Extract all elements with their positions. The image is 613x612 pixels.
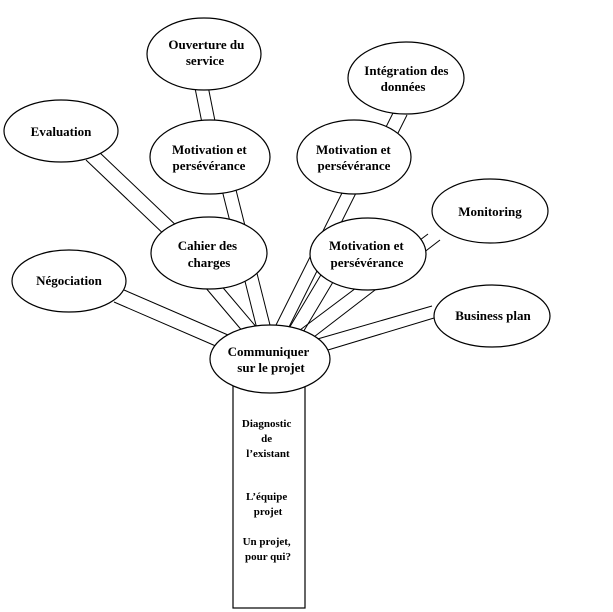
branch-integration [396, 114, 408, 136]
label-evaluation: Evaluation [31, 124, 92, 139]
label-cahier: Cahier des charges [178, 238, 241, 270]
node-motivation-top-left [149, 119, 271, 195]
labels: Ouverture du service Intégration des don… [31, 37, 532, 563]
trunk-line: de [261, 433, 272, 445]
trunk-line: l’existant [246, 448, 290, 460]
branch-evaluation [97, 150, 183, 232]
label-ouverture: Ouverture du service [168, 37, 247, 68]
trunk-equipe: L’équipe projet [246, 491, 290, 518]
label-line: Motivation et [329, 238, 404, 253]
label-line: Motivation et [316, 142, 391, 157]
label-line: Cahier des [178, 238, 237, 253]
trunk-diagnostic: Diagnostic de l’existant [242, 418, 294, 460]
label-line: Monitoring [458, 204, 522, 219]
trunk-pour-qui: Un projet, pour qui? [243, 536, 294, 563]
branch-ouverture [207, 85, 217, 127]
node-cahier [150, 216, 268, 290]
node-negociation [11, 249, 127, 313]
branch-cahier [204, 286, 245, 334]
label-line: persévérance [331, 255, 404, 270]
trunk-line: projet [254, 506, 283, 518]
label-line: Motivation et [172, 142, 247, 157]
branch-motivation-right [271, 192, 343, 334]
label-line: Evaluation [31, 124, 92, 139]
branch-business [313, 305, 433, 341]
label-line: service [186, 53, 224, 68]
trunk [232, 377, 306, 609]
node-business [433, 284, 551, 348]
label-integration: Intégration des données [364, 63, 451, 94]
node-motivation-top-right [296, 119, 412, 195]
node-ouverture [146, 17, 262, 91]
label-line: Communiquer [228, 344, 310, 359]
trunk-line: Un projet, [243, 536, 291, 548]
label-motivation-mid: Motivation et persévérance [329, 238, 407, 270]
label-line: Ouverture du [168, 37, 244, 52]
branch-evaluation [85, 159, 171, 241]
ellipses [3, 17, 551, 394]
label-monitoring: Monitoring [458, 204, 522, 219]
node-integration [347, 41, 465, 115]
node-evaluation [3, 99, 119, 163]
label-line: données [381, 79, 426, 94]
node-monitoring [431, 178, 549, 244]
label-motivation-top-right: Motivation et persévérance [316, 142, 394, 173]
node-motivation-mid [309, 217, 427, 291]
branch-motivation-mid [287, 272, 323, 331]
branch-motivation-mid [301, 276, 337, 335]
label-line: sur le projet [237, 360, 305, 375]
branch-negociation [123, 289, 229, 336]
branch-business [317, 317, 435, 354]
label-motivation-top-left: Motivation et persévérance [172, 142, 250, 173]
branch-negociation [113, 301, 219, 348]
trunk-line: L’équipe [246, 491, 287, 503]
label-negociation: Négociation [36, 273, 102, 288]
trunk-line: Diagnostic [242, 418, 292, 430]
trunk-line: pour qui? [245, 551, 291, 563]
label-line: Business plan [455, 308, 531, 323]
label-line: persévérance [173, 158, 246, 173]
node-communiquer [209, 324, 331, 394]
label-line: charges [188, 255, 231, 270]
label-line: Négociation [36, 273, 102, 288]
label-line: persévérance [318, 158, 391, 173]
label-business: Business plan [455, 308, 531, 323]
branch-cahier [218, 282, 259, 330]
label-communiquer: Communiquer sur le projet [228, 344, 313, 375]
label-line: Intégration des [364, 63, 448, 78]
